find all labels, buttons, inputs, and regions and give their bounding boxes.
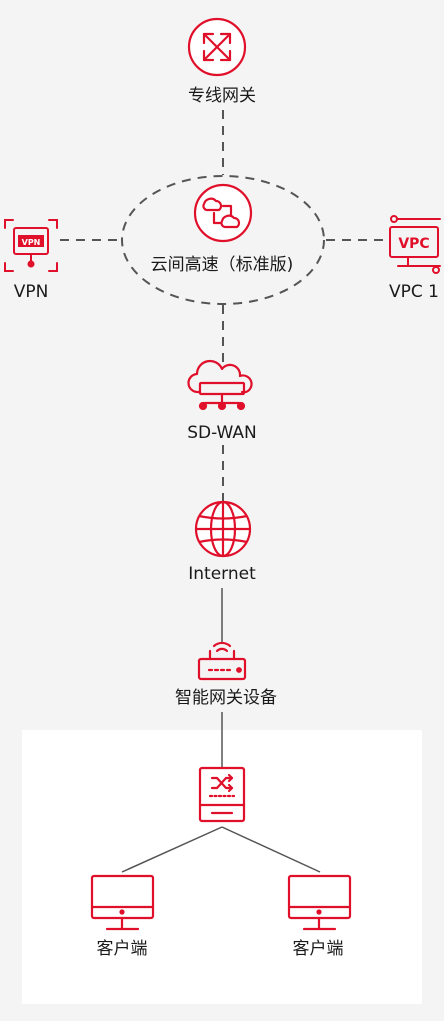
switch-icon [198,766,246,823]
connector-switch-client-left [121,826,223,873]
dedicated-gateway-label: 专线网关 [188,86,256,106]
client-left-label: 客户端 [96,939,148,959]
vpn-badge-text: VPN [22,238,41,247]
vpc-icon [389,215,441,274]
monitor-icon [90,874,155,931]
cloud-connect-icon [193,183,253,243]
monitor-icon [287,874,352,931]
sdwan-label: SD-WAN [187,423,257,443]
router-icon [187,17,247,77]
smart-gateway-label: 智能网关设备 [175,688,277,708]
globe-icon [194,500,252,558]
connector-switch-client-right [221,826,321,873]
client-right-label: 客户端 [292,939,344,959]
vpn-label: VPN [13,282,49,302]
vpc-label: VPC 1 [389,282,439,302]
ccn-ring [121,175,325,305]
gateway-device-icon [197,641,247,681]
internet-label: Internet [188,564,256,584]
solid-connectors [121,588,321,873]
dashed-connectors [60,110,386,505]
sdwan-cloud-icon [187,359,253,411]
vpc-badge-text: VPC [398,236,429,252]
vpn-icon [4,219,58,272]
ccn-label: 云间高速（标准版) [150,255,294,275]
